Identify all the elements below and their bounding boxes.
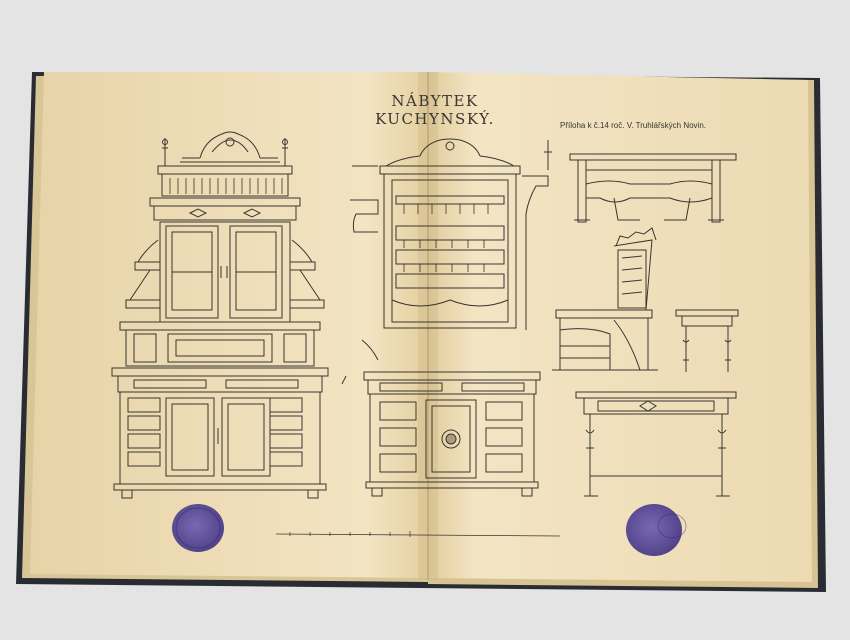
plate-subtitle: Příloha k č.14 roč. V. Truhlářských Novi… (560, 121, 706, 130)
plate-title: NÁBYTEK KUCHYNSKÝ. (375, 92, 495, 128)
kitchen-plate-rack-dresser (341, 138, 552, 497)
kitchen-table (569, 153, 737, 223)
kitchen-stool (675, 309, 739, 372)
library-stamp-right (626, 504, 687, 556)
kitchen-bench-chair (552, 227, 658, 371)
left-page (30, 72, 428, 578)
library-stamp-left (172, 504, 224, 552)
kitchen-dresser-with-glazed-cabinet (111, 131, 329, 499)
scale-bar (275, 531, 561, 537)
kitchen-side-table (575, 391, 737, 497)
right-page (428, 72, 812, 582)
